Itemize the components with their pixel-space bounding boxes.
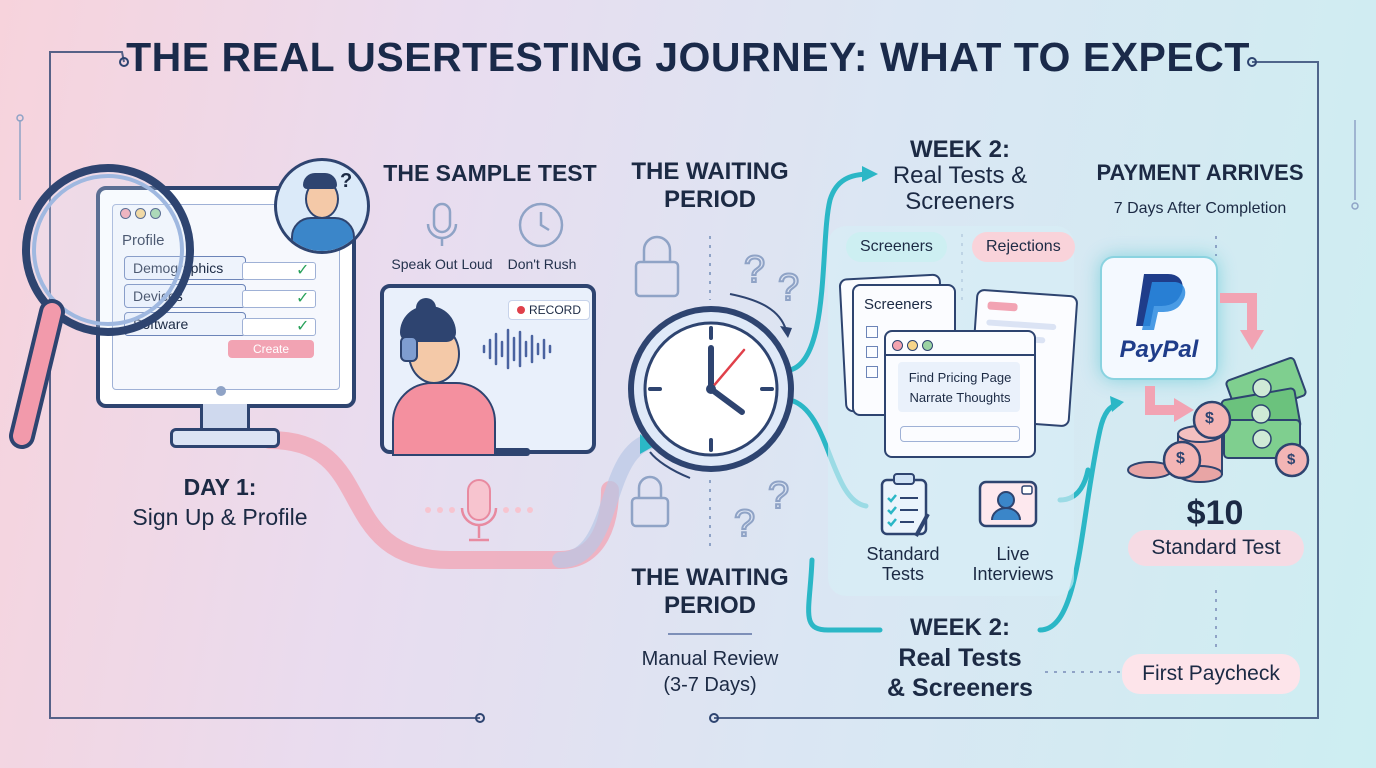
coin-symbol: $ [1176, 450, 1185, 467]
payment-arrows [1145, 293, 1264, 422]
video-call-icon [978, 480, 1038, 528]
week2-top-heading-line2: Real Tests & [892, 162, 1028, 189]
record-dot-icon [517, 306, 525, 314]
field-line-1 [242, 262, 316, 280]
payment-amount-label: Standard Test [1128, 530, 1304, 566]
week2-bottom-heading-line1: WEEK 2: [909, 614, 1010, 641]
check-icon: ✓ [296, 262, 310, 279]
question-mark-icon: ? [340, 170, 353, 192]
day1-subheading: Sign Up & Profile [132, 504, 308, 530]
coin-symbol: $ [1205, 410, 1214, 427]
tag-screeners[interactable]: Screeners [846, 232, 947, 262]
first-paycheck-badge: First Paycheck [1122, 654, 1300, 694]
payment-subheading: 7 Days After Completion [1113, 200, 1287, 217]
tip-dont-rush: Don't Rush [507, 256, 577, 272]
record-label: RECORD [529, 303, 582, 317]
clock-icon [518, 202, 564, 248]
thinking-avatar [274, 158, 370, 254]
task-line1: Find Pricing Page [908, 370, 1012, 385]
card-checkbox [866, 366, 878, 378]
svg-text:?: ? [778, 267, 799, 309]
paypal-brand: PayPal [1119, 336, 1199, 363]
task-input[interactable] [900, 426, 1020, 442]
week2-top-heading-line1: WEEK 2: [909, 136, 1010, 163]
money-stack-icon [1127, 357, 1310, 483]
monitor-power-dot [216, 386, 226, 396]
standard-tests-line1: Standard [866, 544, 940, 564]
waiting-top-heading-line1: THE WAITING [631, 158, 789, 185]
card-checkbox [866, 346, 878, 358]
waiting-detail-line2: (3-7 Days) [663, 674, 757, 696]
svg-text:?: ? [734, 503, 755, 545]
field-line-2 [242, 290, 316, 308]
paypal-card: PayPal [1100, 256, 1218, 380]
payment-heading: PAYMENT ARRIVES [1096, 160, 1304, 185]
profile-label: Profile [122, 232, 165, 249]
week2-top-heading-line3: Screeners [905, 188, 1015, 215]
window-dots [120, 206, 165, 224]
task-line2: Narrate Thoughts [909, 390, 1011, 405]
coin-symbol: $ [1287, 451, 1296, 468]
tester-illustration [388, 296, 498, 456]
waiting-top-heading-line2: PERIOD [663, 186, 756, 213]
svg-text:?: ? [768, 475, 789, 517]
big-clock-icon [628, 306, 794, 472]
live-interviews-line2: Interviews [972, 564, 1054, 584]
waiting-detail-line1: Manual Review [641, 648, 779, 670]
check-icon: ✓ [296, 318, 310, 335]
week2-bottom-heading-line3: & Screeners [887, 674, 1033, 702]
week2-bottom-heading-line2: Real Tests [898, 644, 1022, 672]
clipboard-icon [880, 473, 930, 537]
day1-heading: DAY 1: [183, 474, 257, 500]
monitor-base [170, 428, 280, 448]
screeners-card-title: Screeners [864, 296, 933, 313]
waiting-bottom-heading-line1: THE WAITING [631, 564, 789, 591]
magnifier-icon [9, 164, 194, 449]
tip-speak-out-loud: Speak Out Loud [391, 256, 493, 272]
sample-monitor-base [470, 448, 530, 456]
paypal-logo-icon [1136, 274, 1186, 330]
sample-test-heading: THE SAMPLE TEST [383, 160, 597, 186]
tag-rejections[interactable]: Rejections [972, 232, 1075, 262]
sound-wave-icon [482, 328, 552, 370]
waiting-bottom-heading-line2: PERIOD [663, 592, 756, 619]
page-title: THE REAL USERTESTING JOURNEY: WHAT TO EX… [126, 34, 1250, 80]
record-badge: RECORD [508, 300, 591, 320]
standard-tests-line2: Tests [881, 564, 924, 584]
create-button[interactable]: Create [228, 340, 314, 358]
field-line-3 [242, 318, 316, 336]
check-icon: ✓ [296, 290, 310, 307]
microphone-icon [426, 202, 458, 246]
card-checkbox [866, 326, 878, 338]
task-window: Find Pricing Page Narrate Thoughts [884, 330, 1036, 458]
task-box [898, 362, 1020, 412]
svg-text:?: ? [744, 249, 765, 291]
payment-amount: $10 [1186, 494, 1244, 532]
path-microphone-icon [425, 479, 533, 542]
live-interviews-line1: Live [996, 544, 1030, 564]
